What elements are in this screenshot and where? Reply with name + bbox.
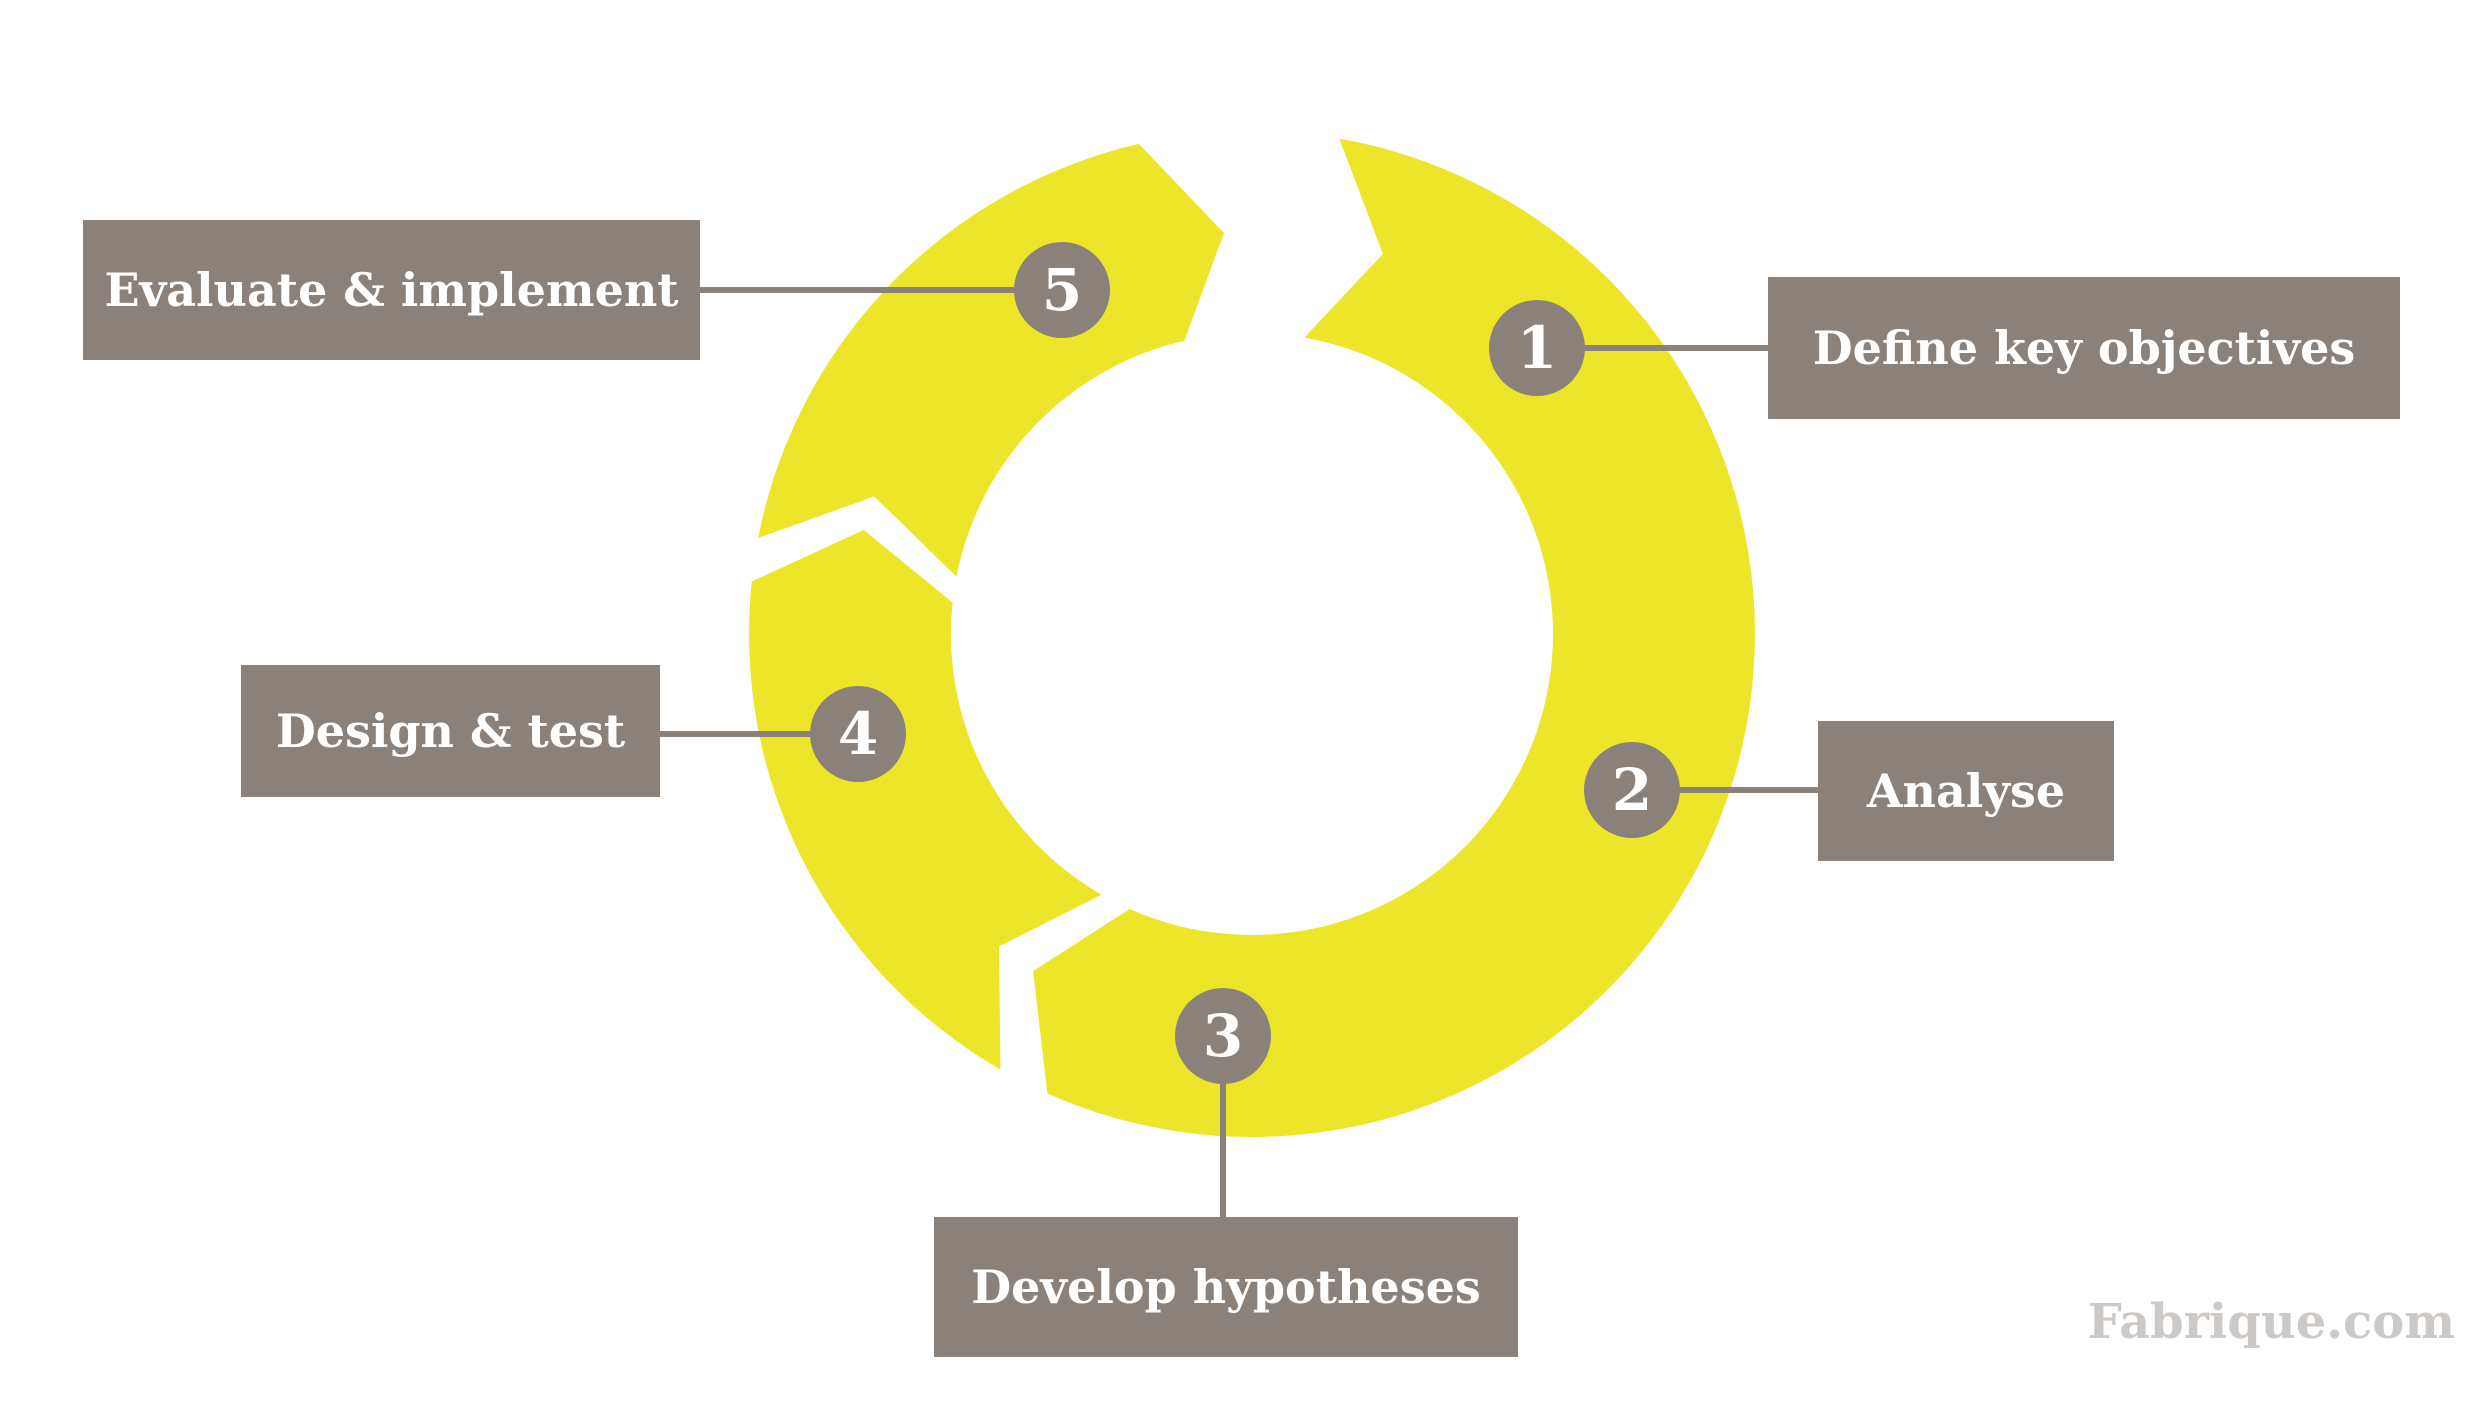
ring-arrow-segment-5 xyxy=(758,143,1224,577)
step-label-develop-hypotheses: Develop hypotheses xyxy=(934,1217,1518,1357)
step-number-3-badge: 3 xyxy=(1175,988,1271,1084)
connector-lines xyxy=(660,287,1818,1220)
step-number-4-badge: 4 xyxy=(810,686,906,782)
ring-arrow-segment-4 xyxy=(749,530,1102,1070)
ring-arrow-segment-3 xyxy=(1033,857,1589,1138)
step-label-evaluate-and-implement: Evaluate & implement xyxy=(83,220,700,360)
step-number-2-badge: 2 xyxy=(1584,742,1680,838)
watermark-text: Fabrique.com xyxy=(2087,1294,2455,1350)
step-label-analyse: Analyse xyxy=(1818,721,2114,861)
step-number-1-badge: 1 xyxy=(1489,300,1585,396)
step-label-define-key-objectives: Define key objectives xyxy=(1768,277,2400,419)
step-label-design-and-test: Design & test xyxy=(241,665,660,797)
step-number-5-badge: 5 xyxy=(1014,242,1110,338)
